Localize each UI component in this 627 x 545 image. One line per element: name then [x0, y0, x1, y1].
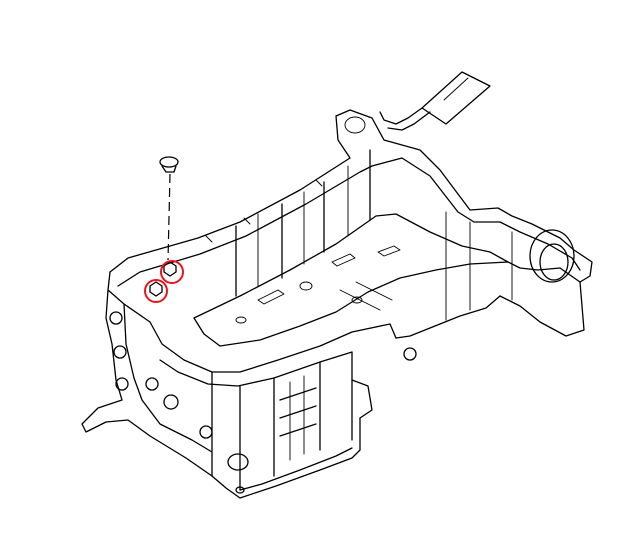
drain-plug-washer [159, 156, 179, 168]
alignment-line [167, 173, 171, 261]
oil-pan-floor [193, 213, 509, 347]
oil-pan-back-wall [235, 149, 371, 297]
highlight-markers [144, 260, 184, 303]
oil-pan-bottom [211, 417, 361, 499]
drain-bolt-upper-highlight [160, 260, 184, 284]
oil-pan-left-end [81, 289, 213, 477]
oil-pan-right-wall [395, 211, 585, 361]
drain-plug-assembly [149, 156, 179, 297]
drain-bolt-lower-highlight [144, 279, 168, 303]
oil-level-gauge [379, 71, 491, 131]
oil-pan-flange [107, 109, 593, 323]
oil-pan-front-wall [149, 321, 397, 491]
